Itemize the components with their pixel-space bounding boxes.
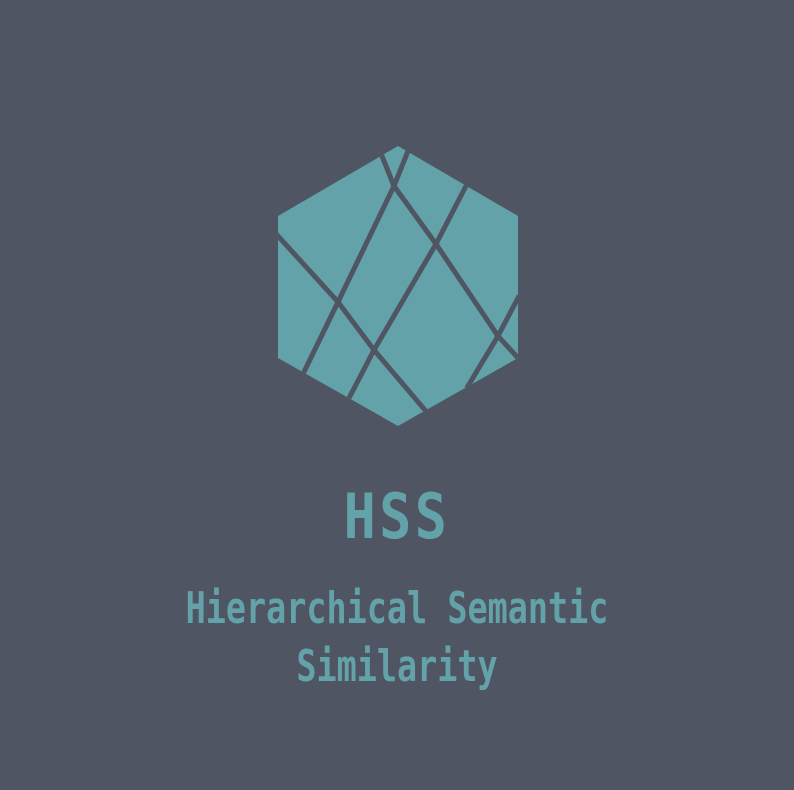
brand-subtitle: Hierarchical Semantic Similarity xyxy=(185,583,609,692)
brand-title: HSS xyxy=(343,480,451,553)
faceted-hexagon-icon xyxy=(278,146,518,426)
